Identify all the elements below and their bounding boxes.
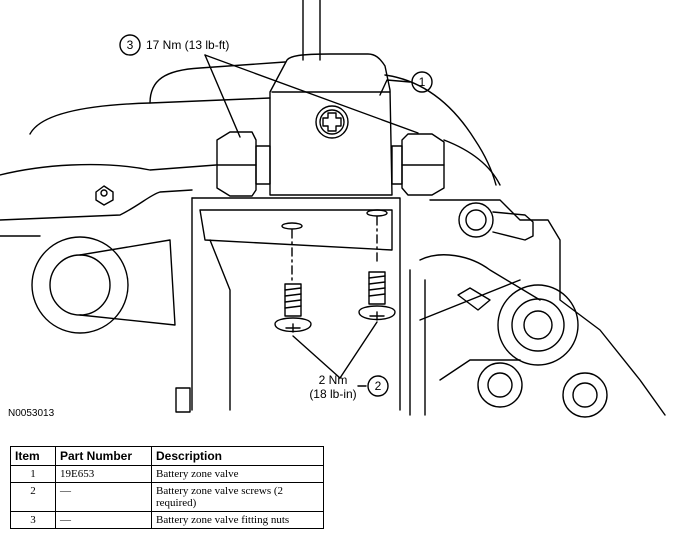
right-stud bbox=[492, 211, 534, 241]
valve-screw-ring bbox=[319, 109, 345, 135]
table-row: 2 — Battery zone valve screws (2 require… bbox=[10, 482, 324, 512]
callout-2-number: 2 bbox=[375, 379, 382, 393]
bracket-plate-fold bbox=[209, 239, 231, 411]
battery-zone-valve-body bbox=[269, 53, 393, 196]
housing-bracket-left bbox=[0, 189, 193, 221]
table-row: 1 19E653 Battery zone valve bbox=[10, 465, 324, 483]
hex-boss-center bbox=[100, 189, 108, 197]
fitting-nut-right-collar bbox=[391, 145, 403, 185]
cell-item: 2 bbox=[10, 482, 56, 512]
leader-3-right bbox=[204, 54, 419, 134]
cell-description: Battery zone valve screws (2 required) bbox=[151, 482, 324, 512]
left-fitting-inner bbox=[49, 254, 111, 316]
housing-mid-curve bbox=[29, 97, 271, 135]
callout-3-number: 3 bbox=[127, 38, 134, 52]
right-lower-fitting-right bbox=[562, 372, 608, 418]
screw-hole-right bbox=[366, 209, 388, 217]
screw-right-head bbox=[358, 305, 396, 321]
callout-3-torque: 17 Nm (13 lb-ft) bbox=[146, 38, 229, 52]
cell-item: 1 bbox=[10, 465, 56, 483]
table-header-row: Item Part Number Description bbox=[10, 446, 324, 466]
leader-2-left bbox=[292, 335, 341, 379]
screw-left-head bbox=[274, 317, 312, 333]
left-bolt bbox=[175, 387, 191, 413]
bracket-plate-inner bbox=[199, 209, 393, 251]
column-header-part-number: Part Number bbox=[55, 446, 152, 466]
right-bracket-curve bbox=[419, 254, 541, 301]
leader-2-right bbox=[339, 321, 378, 379]
housing-right-curve bbox=[384, 74, 497, 186]
right-plate-edges bbox=[409, 269, 426, 416]
cell-part-number: — bbox=[55, 482, 152, 512]
right-lower-tube bbox=[439, 359, 521, 381]
housing-right-lip bbox=[443, 139, 501, 186]
callout-2-circle bbox=[367, 375, 389, 397]
screw-hole-left bbox=[281, 222, 303, 230]
callout-3-circle bbox=[119, 34, 141, 56]
callout-2-torque-nm: 2 Nm bbox=[319, 373, 348, 387]
hex-boss bbox=[95, 185, 114, 206]
column-header-description: Description bbox=[151, 446, 324, 466]
table-row: 3 — Battery zone valve fitting nuts bbox=[10, 511, 324, 529]
phillips-icon bbox=[322, 112, 342, 132]
screw-right-slot bbox=[369, 311, 385, 321]
leader-1 bbox=[379, 79, 411, 96]
callout-2-torque-lbin: (18 lb-in) bbox=[309, 387, 356, 401]
valve-screw-head bbox=[315, 105, 349, 139]
cell-part-number: — bbox=[55, 511, 152, 529]
right-fitting-inner bbox=[523, 310, 553, 340]
housing-top-curve bbox=[149, 61, 286, 104]
right-boss-outer bbox=[458, 202, 494, 238]
right-lower-fitting-left-inner bbox=[487, 372, 513, 398]
fitting-nut-right bbox=[401, 133, 445, 196]
right-boss-inner bbox=[465, 209, 487, 231]
right-housing-outline bbox=[429, 199, 666, 416]
right-fitting-mid bbox=[511, 298, 565, 352]
housing-lower-curve bbox=[0, 163, 217, 176]
cell-part-number: 19E653 bbox=[55, 465, 152, 483]
right-bracket-line bbox=[419, 279, 521, 321]
right-lower-fitting-right-inner bbox=[572, 382, 598, 408]
right-clip bbox=[457, 287, 491, 311]
fitting-nut-left-collar bbox=[255, 145, 271, 185]
screw-left-threads bbox=[284, 287, 302, 309]
bracket-plate-outer bbox=[191, 197, 401, 411]
cell-description: Battery zone valve fitting nuts bbox=[151, 511, 324, 529]
figure-id: N0053013 bbox=[8, 408, 55, 419]
left-fitting-body bbox=[79, 239, 176, 326]
battery-zone-valve-diagram: 3 17 Nm (13 lb-ft) 1 2 2 Nm (18 lb-in) N… bbox=[0, 0, 666, 419]
fitting-nut-left bbox=[216, 131, 257, 197]
screw-right-threads bbox=[368, 275, 386, 297]
leader-3-left bbox=[204, 54, 241, 138]
cell-description: Battery zone valve bbox=[151, 465, 324, 483]
parts-table: Item Part Number Description 1 19E653 Ba… bbox=[10, 446, 324, 529]
cell-item: 3 bbox=[10, 511, 56, 529]
callout-1-circle bbox=[411, 71, 433, 93]
column-header-item: Item bbox=[10, 446, 56, 466]
screw-left-slot bbox=[285, 323, 301, 333]
right-lower-fitting-left bbox=[477, 362, 523, 408]
callout-1-number: 1 bbox=[419, 75, 426, 89]
left-fitting-outer bbox=[31, 236, 129, 334]
right-fitting-outer bbox=[497, 284, 579, 366]
